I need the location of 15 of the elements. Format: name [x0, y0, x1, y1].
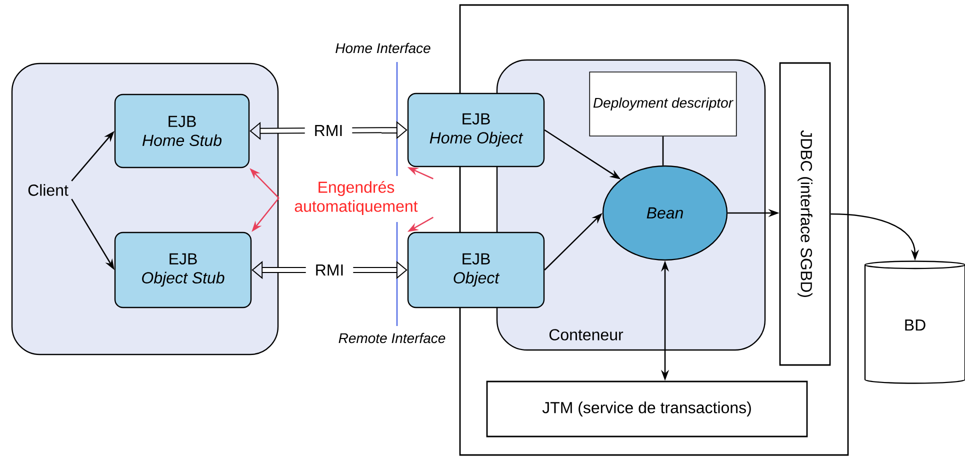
object-box: EJB Object [407, 232, 545, 308]
connector-line [662, 136, 664, 166]
stub-box: EJB Home Stub [114, 94, 250, 168]
client-label: Client [28, 184, 68, 196]
descriptor-box: Deployment descriptor [589, 72, 737, 136]
stub-box: EJB Object Stub [114, 232, 252, 308]
jdbc-box: JDBC (interface SGBD) [779, 62, 831, 366]
edge-label: RMI [306, 262, 354, 278]
interface-label: Remote Interface [338, 332, 446, 344]
annotation-text: Engendrés automatiquement [294, 180, 418, 216]
database-cylinder: BD [864, 260, 965, 384]
edge-label: RMI [304, 122, 352, 139]
interface-label: Home Interface [336, 42, 430, 54]
object-box: EJB Home Object [407, 92, 545, 168]
transaction-box: JTM (service de transactions) [486, 380, 808, 438]
